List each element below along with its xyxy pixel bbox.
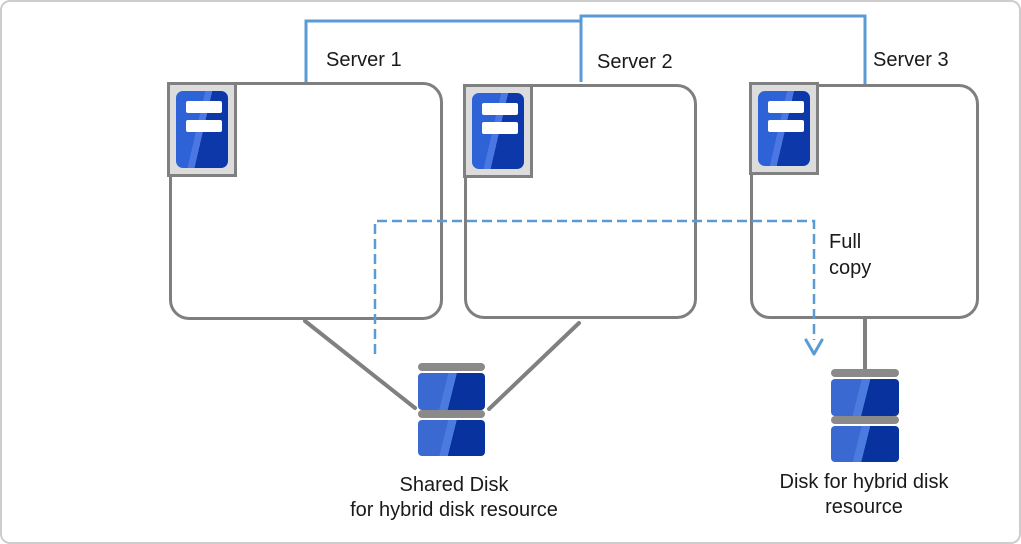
connector-server2-shared-disk bbox=[487, 321, 581, 411]
disk-cap bbox=[418, 363, 485, 371]
server-unit-icon bbox=[176, 91, 228, 168]
server2-icon bbox=[463, 84, 533, 178]
disk-platter bbox=[418, 373, 485, 410]
server-slot-bar bbox=[186, 120, 222, 132]
shared-disk-icon bbox=[418, 363, 485, 456]
server-slot-bar bbox=[482, 122, 518, 134]
hybrid-disk-label: Disk for hybrid disk resource bbox=[744, 470, 984, 520]
server3-icon bbox=[749, 82, 819, 175]
server3-label: Server 3 bbox=[873, 49, 949, 71]
hybrid-disk-label-line1: Disk for hybrid disk bbox=[779, 471, 949, 493]
disk-cap bbox=[831, 369, 899, 377]
server1-icon bbox=[167, 82, 237, 177]
connector-server1-shared-disk bbox=[303, 319, 417, 410]
server-unit-icon bbox=[758, 91, 810, 166]
shared-disk-label-line1: Shared Disk bbox=[399, 474, 509, 496]
hybrid-disk-icon bbox=[831, 369, 899, 462]
server-slot-bar bbox=[768, 120, 804, 132]
server-slot-bar bbox=[186, 101, 222, 113]
server2-label: Server 2 bbox=[597, 51, 673, 73]
disk-platter bbox=[418, 420, 485, 456]
shared-disk-label: Shared Disk for hybrid disk resource bbox=[304, 473, 604, 523]
disk-cap bbox=[418, 410, 485, 418]
disk-cap bbox=[831, 416, 899, 424]
hybrid-disk-label-line2: resource bbox=[825, 496, 903, 518]
server-slot-bar bbox=[768, 101, 804, 113]
server1-label: Server 1 bbox=[326, 49, 402, 71]
full-copy-label: Full copy bbox=[829, 229, 871, 281]
shared-disk-label-line2: for hybrid disk resource bbox=[350, 499, 558, 521]
dashed-down-arrow-icon bbox=[804, 338, 824, 356]
server-unit-icon bbox=[472, 93, 524, 169]
full-copy-label-line1: Full bbox=[829, 231, 862, 253]
disk-platter bbox=[831, 426, 899, 462]
full-copy-label-line2: copy bbox=[829, 257, 872, 279]
disk-platter bbox=[831, 379, 899, 416]
server-slot-bar bbox=[482, 103, 518, 115]
